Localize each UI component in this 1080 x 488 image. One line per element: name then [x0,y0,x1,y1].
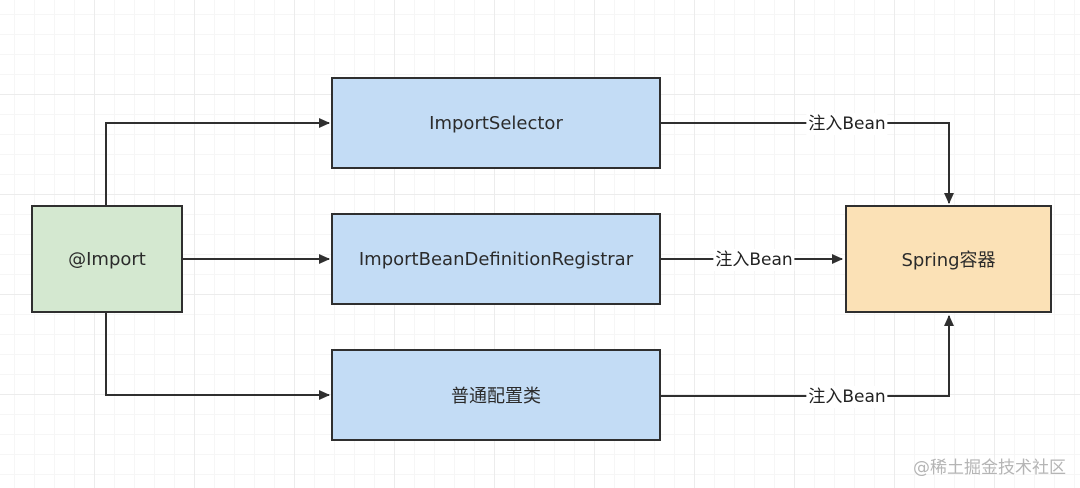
import-selector-node: ImportSelector [331,77,661,169]
edge-import-to-config [105,313,330,400]
spring-container-node: Spring容器 [845,205,1052,313]
config-class-label: 普通配置类 [451,386,541,407]
edge-import-to-selector [105,118,330,205]
edge-label-selector-inject: 注入Bean [806,113,888,135]
edge-config-to-container [660,315,954,397]
import-selector-label: ImportSelector [429,112,563,134]
edge-label-config-inject: 注入Bean [806,386,888,408]
spring-container-label: Spring容器 [901,250,996,271]
import-annotation-node: @Import [31,205,183,313]
import-annotation-label: @Import [68,248,146,270]
edge-selector-to-container [660,122,954,204]
import-bean-definition-registrar-node: ImportBeanDefinitionRegistrar [331,213,661,305]
edge-label-registrar-inject: 注入Bean [713,249,795,271]
config-class-node: 普通配置类 [331,349,661,441]
watermark: @稀土掘金技术社区 [913,458,1066,478]
import-bean-definition-registrar-label: ImportBeanDefinitionRegistrar [358,248,634,270]
